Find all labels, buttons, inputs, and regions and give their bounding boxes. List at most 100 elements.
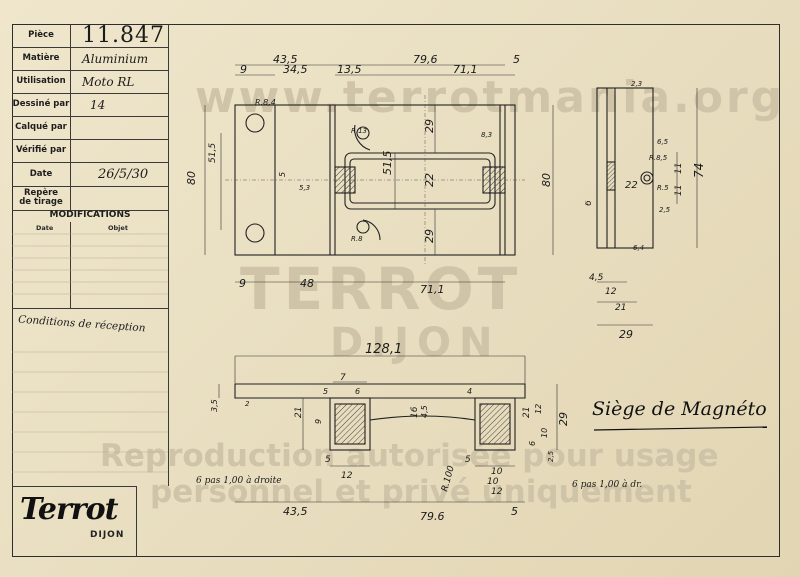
section-dim-4-5: 4,5: [420, 405, 429, 418]
side-dim-12: 12: [605, 287, 617, 297]
section-view: 128,1 7 5 6 4 3,5 2 21 9 5 16 4,5 12 5 1…: [210, 342, 570, 520]
section-dim-3-5: 3,5: [210, 399, 219, 412]
section-dim-5-bottom: 5: [511, 505, 518, 518]
drawn-by-value: 14: [90, 97, 106, 112]
section-top-plate: [234, 383, 526, 399]
side-dim-r8-5: R.8,5: [649, 154, 668, 162]
dim-top-43-5: 43,5: [273, 55, 298, 66]
tb-row-date: Date 26/5/30: [12, 162, 168, 187]
dim-top-71-1: 71,1: [453, 63, 478, 76]
note-radius-13: R.13: [351, 127, 367, 135]
side-dim-6-5: 6,5: [657, 138, 669, 146]
plan-view: 43,5 79,6 5 9 34,5 13,5 71,1 80 51,5 5 5…: [185, 55, 554, 296]
section-dim-12-bottom: 12: [491, 487, 503, 497]
section-dim-43-5: 43,5: [283, 505, 308, 518]
dim-inner-22: 22: [423, 173, 436, 187]
dim-inner-29-bottom: 29: [423, 229, 436, 243]
dim-bottom-48: 48: [300, 277, 314, 290]
section-dim-10-bottom: 10: [487, 477, 499, 487]
section-dim-12-right: 12: [534, 404, 543, 414]
tb-label: Calqué par: [15, 122, 67, 132]
tb-row-matiere: Matière Aluminium: [12, 47, 168, 71]
usage-value: Moto RL: [82, 74, 135, 89]
dim-inner-5: 5: [278, 172, 287, 177]
section-dim-6-right: 6: [528, 441, 537, 446]
side-dim-6: 6: [585, 200, 594, 206]
dim-left-80: 80: [185, 171, 198, 185]
watermark-line1: Reproduction autorisée pour usage: [100, 438, 719, 474]
dim-top-9: 9: [240, 63, 247, 76]
watermark-city: DIJON: [330, 320, 501, 366]
side-bore: [640, 171, 654, 185]
thread-note-left: 6 pas 1,00 à droite: [196, 476, 282, 486]
tb-label: Dessiné par: [12, 99, 70, 109]
tb-label: Vérifié par: [15, 145, 67, 155]
section-boss-left: [329, 397, 371, 451]
date-value: 26/5/30: [98, 166, 149, 182]
section-dim-21-right: 21: [522, 407, 532, 418]
section-dim-2-5: 2,5: [547, 450, 555, 462]
section-dim-10-right: 10: [540, 428, 549, 438]
section-dim-4: 4: [467, 387, 472, 396]
tb-row-calque: Calqué par: [12, 116, 168, 140]
modifications-title: MODIFICATIONS: [49, 210, 131, 220]
section-radius-100: R.100: [440, 465, 457, 493]
dim-inner-29-top: 29: [423, 119, 436, 133]
tb-row-verifie: Vérifié par: [12, 139, 168, 163]
side-dim-21: 21: [615, 303, 626, 313]
section-dim-7: 7: [340, 373, 346, 383]
section-dim-12-left: 12: [341, 471, 353, 481]
dim-top-34-5: 34,5: [283, 63, 308, 76]
side-dim-74: 74: [692, 163, 705, 178]
drawing-frame: [12, 24, 780, 557]
title-block: Pièce 11.847 Matière Aluminium Utilisati…: [12, 23, 168, 211]
section-overall-128-1: 128,1: [365, 342, 402, 357]
thread-note-right: 6 pas 1,00 à dr.: [572, 480, 643, 490]
section-dim-9: 9: [314, 419, 323, 424]
section-dim-79-6: 79,6: [420, 510, 445, 520]
col-date: Date: [36, 224, 54, 232]
drawing-title: Siège de Magnéto: [592, 398, 767, 420]
watermark-brand: TERROT: [240, 255, 522, 323]
side-dim-11-bottom: 11: [674, 185, 684, 196]
side-dim-11-top: 11: [674, 163, 684, 174]
section-dim-5-right: 5: [465, 455, 471, 465]
hole-lower: [245, 223, 265, 243]
title-underline: [593, 426, 768, 431]
tb-label: Utilisation: [16, 76, 66, 86]
watermark-url: www.terrotmania.org: [195, 72, 786, 123]
note-8-3: 8,3: [481, 131, 492, 139]
ruled-lines: [12, 233, 168, 473]
section-dim-16: 16: [410, 406, 420, 418]
dim-top-79-6: 79,6: [413, 55, 438, 66]
dim-inner-51-5: 51,5: [381, 151, 394, 176]
dim-top-13-5: 13,5: [337, 63, 362, 76]
col-objet: Objet: [108, 224, 128, 232]
section-boss-right: [474, 397, 516, 451]
side-dim-2-3: 2,3: [631, 80, 642, 88]
side-dim-29: 29: [619, 328, 633, 341]
tb-label: Pièce: [28, 30, 54, 40]
side-view: 4,5 12 21 29 74 11 11 22 6 R.5 6,5 2,5 6…: [585, 80, 705, 341]
note-5-3: 5,3: [299, 184, 310, 192]
side-dim-6-4: 6,4: [633, 244, 644, 252]
section-dim-5: 5: [323, 387, 328, 396]
dim-bottom-71-1: 71,1: [420, 283, 445, 296]
section-dim-29: 29: [557, 412, 570, 426]
dim-right-80: 80: [540, 173, 553, 187]
side-dim-22: 22: [625, 180, 638, 191]
note-radius-8: R.8: [351, 235, 363, 243]
section-dim-2: 2: [245, 400, 250, 408]
material-value: Aluminium: [82, 51, 149, 66]
tb-row-dessine: Dessiné par 14: [12, 93, 168, 117]
side-dim-r5: R.5: [657, 184, 669, 192]
dim-bottom-9: 9: [239, 277, 246, 290]
section-dim-5-mid: 5: [325, 455, 331, 465]
section-dim-6: 6: [355, 387, 360, 396]
tb-label: Date: [29, 168, 53, 179]
watermark-line2: personnel et privé uniquement: [150, 474, 692, 510]
tb-row-piece: Pièce 11.847: [12, 23, 168, 48]
dim-left-51-5: 51,5: [208, 143, 218, 163]
logo-brand: Terrot: [20, 492, 118, 527]
terrot-logo: Terrot DIJON: [12, 486, 136, 557]
